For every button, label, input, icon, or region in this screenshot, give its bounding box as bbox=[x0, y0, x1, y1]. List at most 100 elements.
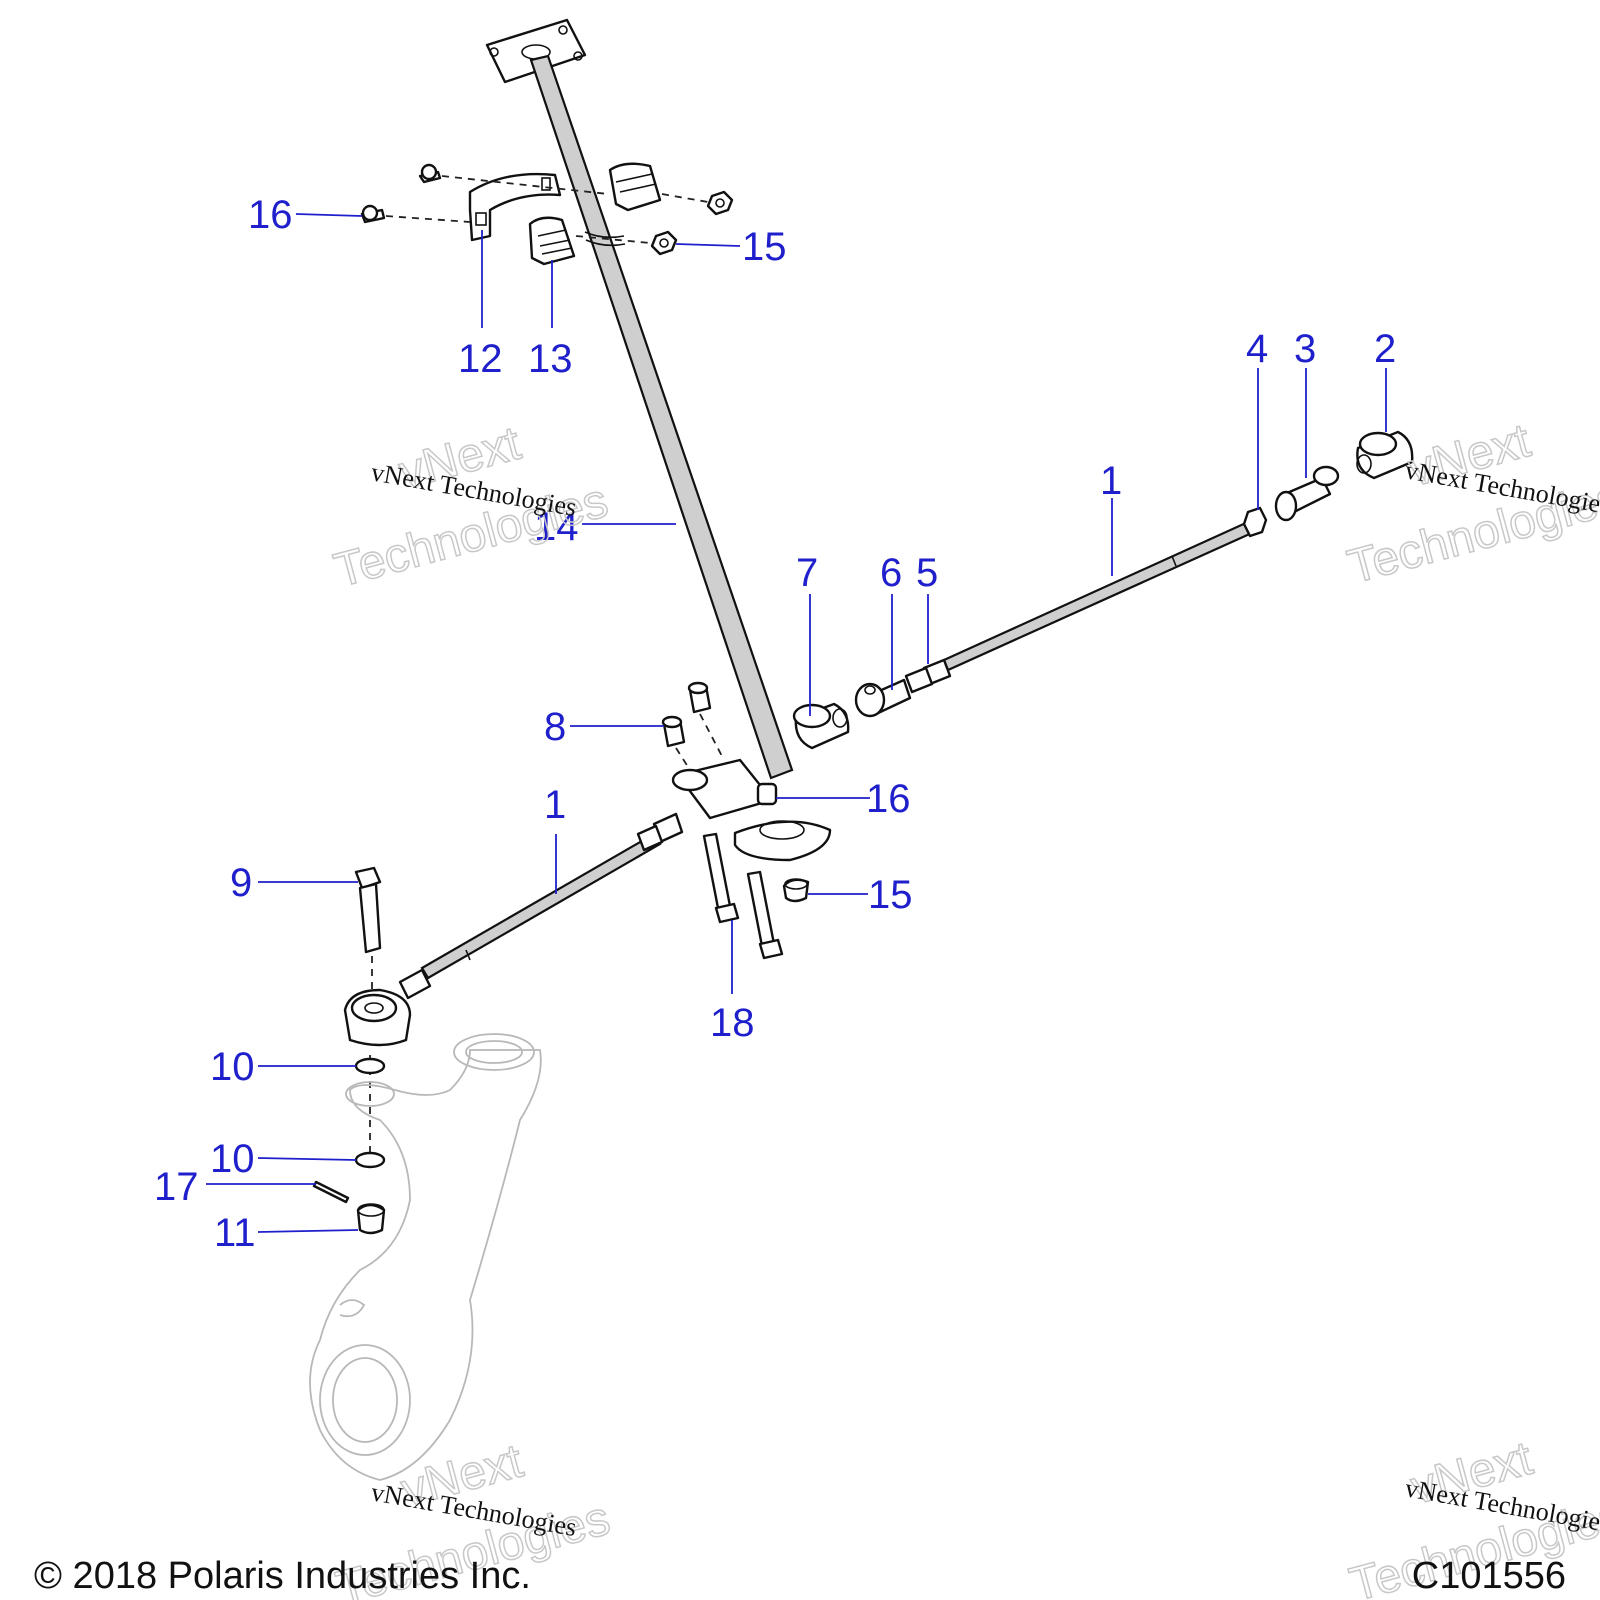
callout-1-left: 1 bbox=[544, 783, 566, 827]
callout-6: 6 bbox=[880, 551, 902, 595]
alignment-line bbox=[675, 747, 691, 771]
callout-15-lower: 15 bbox=[868, 873, 913, 917]
nut-15-lower bbox=[782, 878, 810, 903]
bracket-slot bbox=[541, 177, 551, 191]
bolt-9-shank bbox=[358, 882, 382, 954]
plate-hole bbox=[573, 51, 583, 61]
washer-10-bottom bbox=[354, 1151, 386, 1169]
steering-post bbox=[485, 18, 832, 862]
callout-2: 2 bbox=[1374, 327, 1396, 371]
jam-nut-4 bbox=[1242, 506, 1268, 538]
callout-3: 3 bbox=[1294, 327, 1316, 371]
bolt-upper-head bbox=[420, 163, 438, 181]
post-bearing-flange bbox=[733, 820, 832, 862]
jam-nut-left bbox=[398, 968, 432, 1000]
ball-joint-left-top bbox=[350, 993, 398, 1023]
ball-joint-2-top bbox=[1358, 431, 1398, 457]
callout-11: 11 bbox=[214, 1211, 256, 1255]
ball-joint-7-bore bbox=[832, 708, 848, 728]
bushing-ribs bbox=[537, 229, 573, 255]
spacer-8-top-cap bbox=[687, 681, 709, 695]
callout-5: 5 bbox=[916, 551, 938, 595]
callout-10-top: 10 bbox=[210, 1045, 255, 1089]
knuckle-outline bbox=[309, 1049, 542, 1481]
castle-nut-11 bbox=[356, 1203, 386, 1235]
bolt-18b-head bbox=[758, 938, 784, 960]
knuckle-ear bbox=[339, 1299, 366, 1318]
ball-joint-7-top bbox=[792, 703, 832, 729]
knuckle-top-bore-inner bbox=[465, 1040, 523, 1064]
knuckle-arm-eye bbox=[345, 1081, 395, 1107]
tie-rod-left bbox=[312, 812, 684, 1235]
clamp-bracket bbox=[468, 172, 562, 242]
steering-knuckle bbox=[309, 1033, 542, 1481]
callout-16-center: 16 bbox=[866, 777, 911, 821]
leader-line bbox=[295, 213, 363, 217]
nut-15-top bbox=[650, 230, 678, 256]
bushing-ribs bbox=[615, 173, 657, 193]
bracket-slot bbox=[475, 212, 487, 226]
leader-line bbox=[257, 1157, 357, 1161]
rod-flat bbox=[1171, 555, 1177, 567]
bolt-18b-shank bbox=[746, 870, 776, 948]
tube-collar bbox=[584, 231, 625, 239]
spacer-8-cap bbox=[661, 715, 683, 729]
jam-nut-lower-b bbox=[636, 824, 664, 852]
callout-1-right: 1 bbox=[1100, 459, 1122, 503]
rod-end-6-eye bbox=[854, 682, 886, 718]
callout-18: 18 bbox=[710, 1001, 755, 1045]
leader-line bbox=[257, 1229, 359, 1233]
tie-rod-right bbox=[792, 430, 1414, 750]
callout-10-bottom: 10 bbox=[210, 1137, 255, 1181]
alignment-line bbox=[385, 215, 471, 223]
rod-end-3-eye bbox=[1312, 465, 1340, 487]
alignment-line bbox=[699, 713, 725, 761]
ball-joint-2-bore bbox=[1356, 454, 1372, 474]
jam-nut-5b bbox=[904, 666, 934, 694]
callout-13: 13 bbox=[528, 337, 573, 381]
leader-lines bbox=[206, 213, 1387, 1233]
bolt-18-shank bbox=[702, 832, 732, 910]
castle-nut-11-top bbox=[357, 1203, 385, 1217]
pivot-bolt-head bbox=[756, 782, 778, 806]
plate-hole bbox=[489, 47, 499, 57]
clamp-assembly bbox=[360, 162, 734, 266]
callout-17: 17 bbox=[154, 1165, 199, 1209]
callout-4: 4 bbox=[1246, 327, 1268, 371]
tie-rod-1-right bbox=[942, 520, 1256, 672]
copyright-notice: © 2018 Polaris Industries Inc. bbox=[34, 1555, 531, 1597]
flange-center bbox=[759, 820, 805, 840]
tie-rod-1-left bbox=[420, 832, 662, 980]
knuckle-spindle-bore bbox=[319, 1344, 411, 1456]
callout-16-top: 16 bbox=[248, 193, 293, 237]
knuckle-spindle-bore-inner bbox=[332, 1357, 398, 1443]
post-mount-plate bbox=[485, 18, 587, 84]
plate-hole bbox=[558, 25, 568, 35]
alignment-line bbox=[661, 193, 709, 203]
tube-collar bbox=[585, 239, 626, 247]
rubber-bushing-13 bbox=[528, 216, 576, 266]
rod-end-6-hole bbox=[864, 685, 876, 695]
callout-15-top: 15 bbox=[742, 225, 787, 269]
rubber-bushing-upper bbox=[608, 162, 662, 212]
washer-10-top bbox=[354, 1057, 386, 1075]
leader-line bbox=[675, 243, 741, 247]
rod-flat bbox=[465, 949, 471, 961]
nut-15-top-hole bbox=[659, 238, 669, 248]
callout-14: 14 bbox=[534, 505, 579, 549]
center-hardware bbox=[661, 681, 810, 960]
bolt-16-top-head bbox=[361, 204, 379, 222]
nut-upper bbox=[706, 190, 734, 216]
bolt-9-head bbox=[354, 866, 382, 890]
rod-end-3-cap bbox=[1274, 490, 1298, 522]
post-tube bbox=[529, 54, 794, 780]
alignment-line bbox=[441, 175, 609, 195]
callout-7: 7 bbox=[796, 551, 818, 595]
nut-upper-hole bbox=[715, 198, 725, 208]
diagram-code: C101556 bbox=[1412, 1555, 1566, 1597]
nut-15-lower-top bbox=[784, 878, 808, 890]
bolt-18-head bbox=[714, 902, 740, 924]
cotter-pin-17 bbox=[312, 1180, 350, 1204]
callout-8: 8 bbox=[544, 705, 566, 749]
